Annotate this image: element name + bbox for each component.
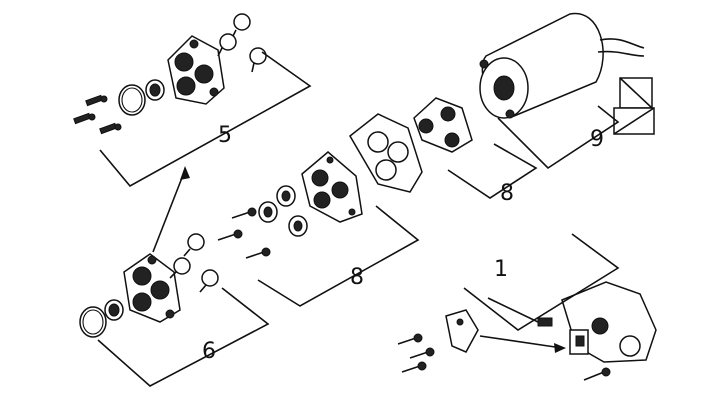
upper-small-screws bbox=[73, 94, 122, 135]
switch-screws bbox=[397, 333, 611, 381]
lower-knobs bbox=[169, 233, 219, 293]
lower-housing-assembly bbox=[79, 166, 270, 387]
lower-o-ring bbox=[79, 306, 107, 338]
upper-knobs bbox=[217, 13, 267, 73]
piston-washers bbox=[258, 185, 308, 237]
upper-housing-assembly bbox=[73, 13, 312, 188]
switch-body bbox=[561, 281, 657, 363]
upper-pump-head-plate bbox=[167, 35, 225, 105]
motor-terminal-box bbox=[613, 77, 655, 135]
lower-pump-head-plate bbox=[123, 253, 181, 323]
middle-screws bbox=[217, 207, 271, 259]
diaphragm-plate bbox=[301, 151, 363, 223]
diaphragm-assembly bbox=[217, 151, 420, 307]
assembly-arrow bbox=[152, 169, 186, 253]
switch-cover-plate bbox=[445, 309, 479, 353]
callout-5: 5 bbox=[218, 123, 232, 148]
motor-wires bbox=[599, 38, 645, 49]
upper-o-ring bbox=[118, 84, 146, 116]
callout-1: 1 bbox=[494, 257, 508, 282]
callout-8: 8 bbox=[500, 181, 514, 206]
callout-9: 9 bbox=[590, 127, 604, 152]
adjustment-rod bbox=[487, 297, 553, 327]
motor-assembly bbox=[479, 12, 655, 170]
lower-housing-ring bbox=[349, 113, 423, 193]
upper-valve-disc bbox=[145, 79, 165, 101]
lower-valve-disc bbox=[104, 299, 124, 321]
wobble-plate bbox=[413, 97, 473, 153]
pressure-switch-assembly bbox=[397, 233, 657, 381]
cam-assembly bbox=[349, 97, 538, 199]
callout-6: 6 bbox=[202, 339, 216, 364]
callout-7: 8 bbox=[350, 265, 364, 290]
